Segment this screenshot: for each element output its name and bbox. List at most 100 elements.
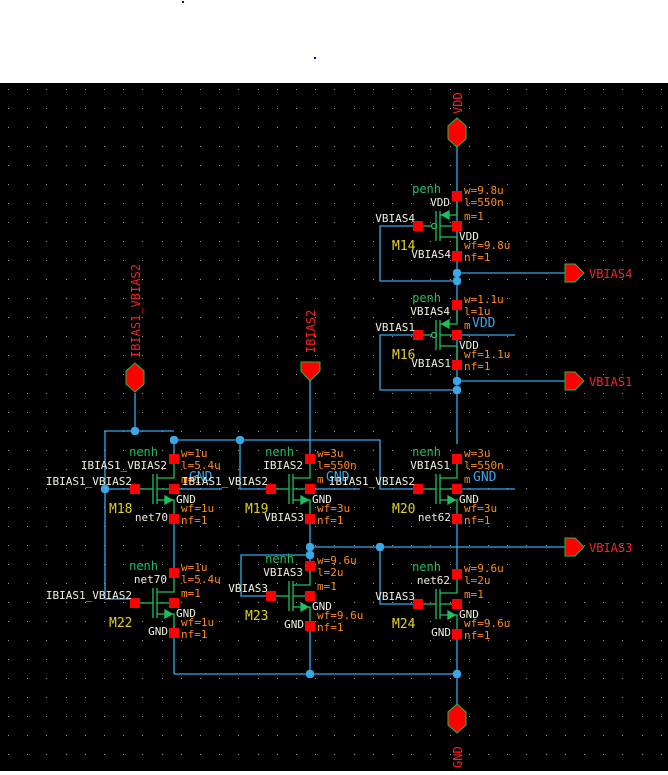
bulk-terminal[interactable] bbox=[169, 598, 179, 608]
top-terminal[interactable] bbox=[452, 569, 462, 579]
grid-dot bbox=[277, 222, 278, 223]
wire-m23-gate-loop[interactable] bbox=[240, 554, 310, 597]
bottom-terminal[interactable] bbox=[452, 251, 462, 261]
schematic-canvas[interactable]: VDD IBIAS1_VBIAS2 IBIAS2 VBIAS4 VBIAS1 V… bbox=[0, 83, 668, 771]
grid-dot bbox=[622, 279, 623, 280]
gate-terminal[interactable] bbox=[413, 330, 423, 340]
transistor-m18[interactable]: nenhIBIAS1_VBIAS2IBIAS1_VBIAS2net70GNDM1… bbox=[46, 445, 221, 527]
model-label: penh bbox=[412, 291, 441, 305]
grid-dot bbox=[584, 507, 585, 508]
grid-dot bbox=[181, 355, 182, 356]
pin-vbias4[interactable]: VBIAS4 bbox=[564, 263, 632, 283]
grid-dot bbox=[8, 393, 9, 394]
transistor-m24[interactable]: nenhnet62VBIAS3GNDGNDM24w=9.6ul=2um=1wf=… bbox=[375, 560, 510, 642]
transistor-m16[interactable]: penhVBIAS4VBIAS1VBIAS1VDDM16w=1.1ul=1umw… bbox=[375, 291, 510, 373]
bulk-terminal[interactable] bbox=[452, 484, 462, 494]
bottom-terminal[interactable] bbox=[305, 621, 315, 631]
gate-terminal[interactable] bbox=[266, 484, 276, 494]
param-nf: nf=1 bbox=[317, 514, 344, 527]
grid-dot bbox=[46, 222, 47, 223]
wire-m14-gate-loop[interactable] bbox=[379, 225, 457, 282]
grid-dot bbox=[219, 355, 220, 356]
bottom-net-label: GND bbox=[284, 618, 304, 631]
wire-ibias1-left[interactable] bbox=[104, 430, 174, 600]
wire-junction bbox=[453, 670, 461, 678]
grid-dot bbox=[411, 279, 412, 280]
junctions bbox=[101, 269, 461, 678]
bottom-terminal[interactable] bbox=[305, 514, 315, 524]
top-terminal[interactable] bbox=[452, 300, 462, 310]
grid-dot bbox=[258, 146, 259, 147]
gate-terminal[interactable] bbox=[266, 591, 276, 601]
bottom-terminal[interactable] bbox=[169, 514, 179, 524]
grid-dot bbox=[85, 754, 86, 755]
pin-vbias1[interactable]: VBIAS1 bbox=[564, 371, 632, 391]
bottom-terminal[interactable] bbox=[169, 628, 179, 638]
grid-dot bbox=[104, 165, 105, 166]
grid-dot bbox=[334, 165, 335, 166]
grid-dot bbox=[546, 431, 547, 432]
bottom-terminal[interactable] bbox=[452, 360, 462, 370]
bulk-terminal[interactable] bbox=[452, 330, 462, 340]
grid-dot bbox=[430, 317, 431, 318]
grid-dot bbox=[469, 659, 470, 660]
grid-dot bbox=[661, 640, 662, 641]
grid-dot bbox=[354, 393, 355, 394]
top-terminal[interactable] bbox=[305, 454, 315, 464]
bottom-terminal[interactable] bbox=[452, 514, 462, 524]
grid-dot bbox=[142, 260, 143, 261]
grid-dot bbox=[219, 583, 220, 584]
grid-dot bbox=[181, 583, 182, 584]
transistor-m20[interactable]: nenhVBIAS1IBIAS1_VBIAS2net62GNDM20w=3ul=… bbox=[329, 445, 504, 527]
grid-dot bbox=[181, 431, 182, 432]
grid-dot bbox=[162, 678, 163, 679]
top-terminal[interactable] bbox=[452, 454, 462, 464]
transistor-m22[interactable]: nenhnet70IBIAS1_VBIAS2GNDGNDM22w=1ul=5.4… bbox=[46, 559, 221, 641]
bulk-terminal[interactable] bbox=[452, 221, 462, 231]
grid-dot bbox=[603, 545, 604, 546]
top-terminal[interactable] bbox=[305, 561, 315, 571]
bulk-terminal[interactable] bbox=[305, 484, 315, 494]
grid-dot bbox=[238, 754, 239, 755]
grid-dot bbox=[8, 146, 9, 147]
bulk-terminal[interactable] bbox=[452, 599, 462, 609]
top-terminal[interactable] bbox=[169, 454, 179, 464]
grid-dot bbox=[546, 602, 547, 603]
pin-ibias1-vbias2[interactable]: IBIAS1_VBIAS2 bbox=[125, 264, 145, 393]
instance-label: M16 bbox=[392, 348, 415, 363]
grid-dot bbox=[411, 621, 412, 622]
top-terminal[interactable] bbox=[169, 568, 179, 578]
grid-dot bbox=[488, 222, 489, 223]
wire-junction bbox=[131, 427, 139, 435]
gate-terminal[interactable] bbox=[130, 484, 140, 494]
gate-terminal[interactable] bbox=[413, 599, 423, 609]
bulk-terminal[interactable] bbox=[169, 484, 179, 494]
grid-dot bbox=[373, 279, 374, 280]
grid-dot bbox=[603, 659, 604, 660]
wire-m19-gate[interactable] bbox=[239, 440, 272, 490]
wire-m16-gate-loop[interactable] bbox=[379, 334, 457, 391]
gate-terminal[interactable] bbox=[413, 221, 423, 231]
pin-ibias2[interactable]: IBIAS2 bbox=[300, 310, 321, 382]
grid-dot bbox=[85, 697, 86, 698]
grid-dot bbox=[392, 735, 393, 736]
pin-gnd[interactable]: GND bbox=[447, 703, 467, 768]
top-terminal[interactable] bbox=[452, 191, 462, 201]
bulk-terminal[interactable] bbox=[305, 591, 315, 601]
grid-dot bbox=[162, 203, 163, 204]
pin-vbias3[interactable]: VBIAS3 bbox=[564, 537, 632, 557]
transistor-m14[interactable]: penhVDDVBIAS4VBIAS4VDDM14w=9.8ul=550nm=1… bbox=[375, 182, 510, 264]
grid-dot bbox=[354, 108, 355, 109]
transistor-m23[interactable]: nenhVBIAS3VBIAS3GNDGNDM23w=9.6ul=2um=1wf… bbox=[228, 552, 363, 634]
bottom-terminal[interactable] bbox=[452, 629, 462, 639]
mosfet-symbol bbox=[422, 305, 458, 365]
param-w: w=1u bbox=[181, 561, 208, 574]
grid-dot bbox=[277, 279, 278, 280]
pin-vdd[interactable]: VDD bbox=[447, 92, 467, 148]
wire-m24-gate[interactable] bbox=[379, 547, 417, 605]
transistor-m19[interactable]: nenhIBIAS2IBIAS1_VBIAS2VBIAS3GNDM19w=3ul… bbox=[182, 445, 357, 527]
gate-terminal[interactable] bbox=[413, 484, 423, 494]
gate-terminal[interactable] bbox=[130, 598, 140, 608]
grid-dot bbox=[162, 621, 163, 622]
grid-dot bbox=[430, 564, 431, 565]
